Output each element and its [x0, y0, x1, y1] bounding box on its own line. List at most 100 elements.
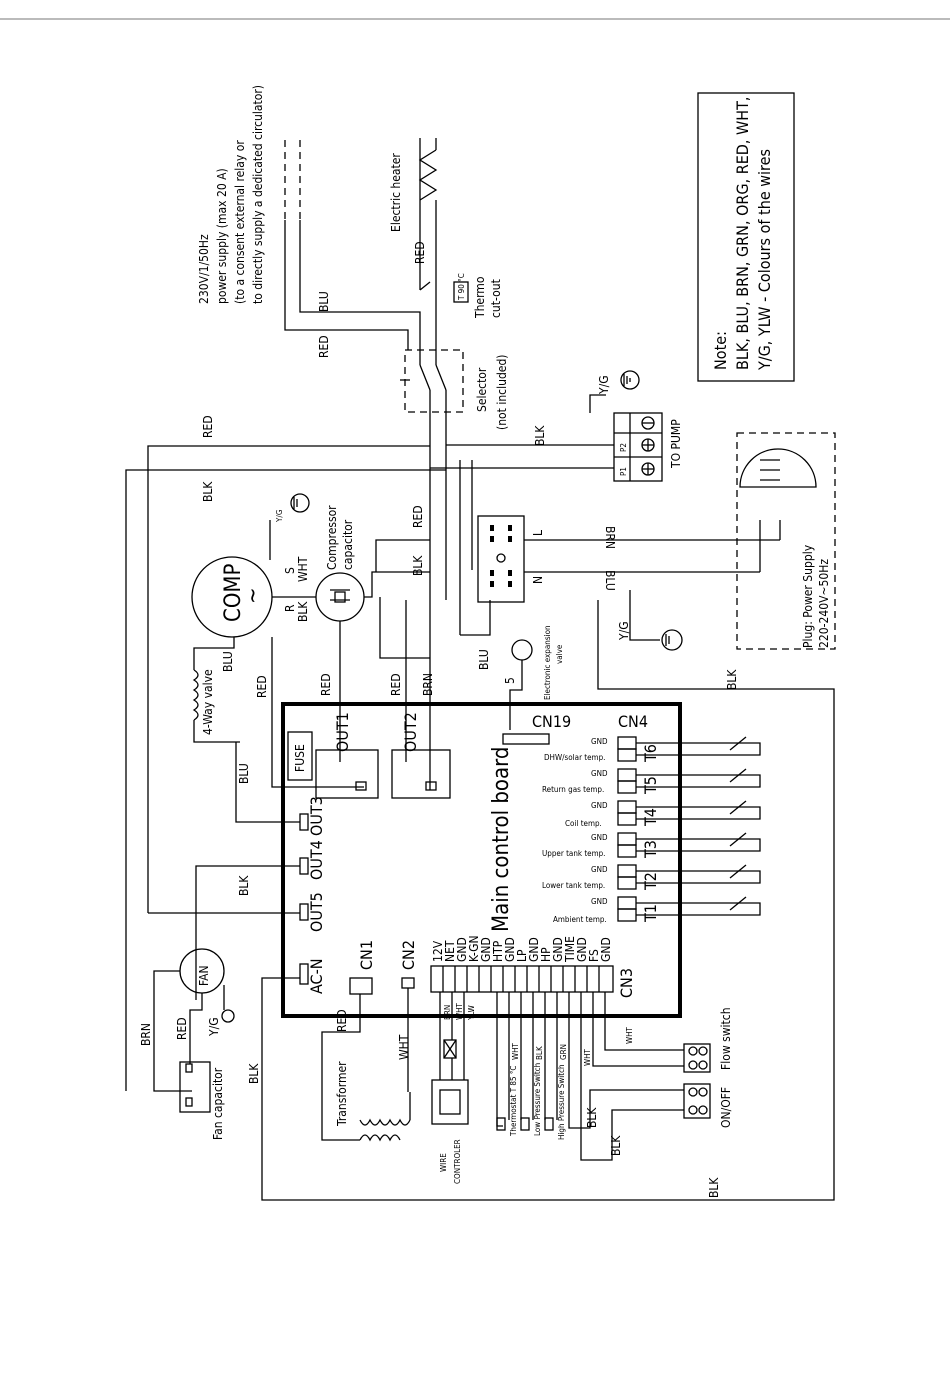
cn2-label: CN2	[399, 940, 418, 970]
flow-wht-label-2: WHT	[583, 1048, 592, 1066]
comp-blk-label: BLK	[296, 601, 310, 622]
cn4-sensor-t3: GND Upper tank temp. T3	[542, 832, 660, 859]
thermo-label-1: Thermo	[473, 276, 487, 319]
terminal-n-label: N	[531, 576, 545, 584]
cn3-pin-14: FS	[587, 949, 601, 962]
pump-p1-label: P1	[619, 467, 628, 476]
main-bus-wires	[429, 390, 473, 635]
power-supply-line-3: (to a consent external relay or	[233, 140, 247, 304]
supply-yg-label: Y/G	[617, 621, 631, 641]
transformer-label: Transformer	[335, 1061, 349, 1127]
cn4-sensor-t5: GND Return gas temp. T5	[542, 768, 660, 795]
selector-label-1: Selector	[475, 367, 489, 412]
comp-cap-label-2: capacitor	[341, 519, 355, 570]
heater-label: Electric heater	[389, 153, 403, 232]
thermostat-wht-label: WHT	[511, 1042, 520, 1060]
out5-label: OUT5	[307, 892, 326, 932]
out345-wires: BLK	[148, 865, 300, 1000]
thermo-box-label: T 90 °C	[457, 273, 466, 301]
cn3-pin-7: GND	[503, 937, 517, 962]
thermistor-wires	[636, 736, 761, 916]
cn3-pin-5: GND	[479, 937, 493, 962]
plug-power-supply: Plug: Power Supply 220-240V~50Hz	[736, 432, 836, 650]
high-pressure-grn-label: GRN	[559, 1044, 568, 1060]
cn4-sensor-t1: GND Ambient temp. T1	[553, 896, 660, 924]
low-pressure-label: Low Pressure Switch	[533, 1063, 542, 1136]
fan-capacitor-label: Fan capacitor	[211, 1067, 225, 1140]
flow-switch-label: Flow switch	[719, 1007, 733, 1070]
power-supply-line-1: 230V/1/50Hz	[197, 234, 211, 304]
incoming-supply-wires: BLU RED	[284, 140, 421, 358]
out4-label: OUT4	[307, 840, 326, 880]
valve-red-label: RED	[255, 675, 269, 698]
cn3-pin-15: GND	[599, 937, 613, 962]
cn4-t5-tag: T5	[641, 776, 660, 795]
cn3-pin-9: GND	[527, 937, 541, 962]
comp-yg-label: Y/G	[275, 510, 284, 523]
note-line-2: Y/G, YLW - Colours of the wires	[755, 149, 774, 371]
right-blk-wire: BLK BLK	[261, 600, 835, 1201]
pump-terminal: P2 P1 TO PUMP BLK Y/G	[430, 370, 683, 482]
cn4-t6-gnd: GND	[591, 737, 608, 746]
note-heading: Note:	[711, 331, 730, 370]
electric-heater: Electric heater RED	[389, 138, 438, 290]
cn4-t1-gnd: GND	[591, 897, 608, 906]
cn3-header: 12V NET GND K-GN GND HTP GND LP GND HP G…	[430, 935, 614, 993]
wire-controller: BRN WHT YLW WIRE CONTROLER	[431, 992, 476, 1184]
plug-label-1: Plug: Power Supply	[801, 544, 815, 648]
cn3-pin-11: GND	[551, 937, 565, 962]
fan-red-label: RED	[175, 1017, 189, 1040]
low-pressure-blk-label: BLK	[535, 1046, 544, 1060]
transformer-red-label: RED	[335, 1009, 349, 1032]
fan-yg-label: Y/G	[207, 1017, 221, 1037]
cn4-t5-gnd: GND	[591, 769, 608, 778]
fan-capacitor: Fan capacitor BLK	[179, 1061, 261, 1140]
out-wires: RED RED BRN BLU	[319, 597, 491, 790]
cn3-pin-3: GND	[455, 937, 469, 962]
cn4-t2-gnd: GND	[591, 865, 608, 874]
transformer: RED WHT Transformer	[321, 988, 411, 1142]
wire-controller-label-2: CONTROLER	[453, 1139, 462, 1184]
cn4-sensor-t4: GND Coil temp. T4	[565, 800, 660, 828]
wire-ctrl-wht: WHT	[455, 1002, 464, 1020]
supply-red-label: RED	[317, 335, 331, 358]
pump-blk-label: BLK	[533, 425, 547, 446]
fan: FAN BRN RED Y/G	[139, 948, 235, 1092]
brn-supply-label: BRN	[603, 526, 617, 549]
cn4-t3-sensor: Upper tank temp.	[542, 849, 605, 858]
cn3-label: CN3	[617, 968, 636, 998]
on-off-switch: ON/OFF	[683, 1083, 733, 1128]
to-pump-label: TO PUMP	[669, 419, 683, 469]
electronic-expansion-valve: 5 Electronic expansion valve	[503, 625, 564, 730]
comp-label: COMP	[221, 564, 246, 622]
power-supply-line-4: to directly supply a dedicated circulato…	[251, 85, 265, 304]
compressor: COMP ~ S R WHT BLK Y/G	[191, 493, 310, 638]
right-blk-label: BLK	[725, 669, 739, 690]
terminal-blu-label: BLU	[477, 649, 491, 670]
out1-label: OUT1	[333, 712, 352, 752]
blu-supply-label: BLU	[603, 570, 617, 591]
cn4-t1-tag: T1	[641, 904, 660, 923]
cn3-pin-6: HTP	[491, 940, 505, 962]
cn3-pin-1: 12V	[431, 940, 445, 962]
supply-blu-label: BLU	[317, 291, 331, 312]
terminal-l-label: L	[531, 530, 545, 536]
out2-label: OUT2	[401, 712, 420, 752]
cn4-t2-sensor: Lower tank temp.	[542, 881, 605, 890]
fuse-label: FUSE	[293, 744, 307, 772]
note-line-1: BLK, BLU, BRN, GRN, ORG, RED, WHT,	[733, 97, 752, 370]
bottom-blk-label: BLK	[707, 1177, 721, 1198]
onoff-blk-label-1: BLK	[585, 1107, 599, 1128]
cn4-t6-tag: T6	[641, 744, 660, 763]
out2-brn-label: BRN	[421, 673, 435, 696]
power-supply-line-2: power supply (max 20 A)	[215, 168, 229, 304]
loop-blk-label: BLK	[201, 481, 215, 502]
cn4-t2-tag: T2	[641, 872, 660, 891]
eev-label-1: Electronic expansion	[543, 625, 552, 700]
comp-s-label: S	[283, 567, 297, 574]
cn19-label: CN19	[532, 712, 571, 731]
cn4-t4-sensor: Coil temp.	[565, 819, 602, 828]
valve-blu-label-2: BLU	[237, 763, 251, 784]
cn1-label: CN1	[357, 940, 376, 970]
